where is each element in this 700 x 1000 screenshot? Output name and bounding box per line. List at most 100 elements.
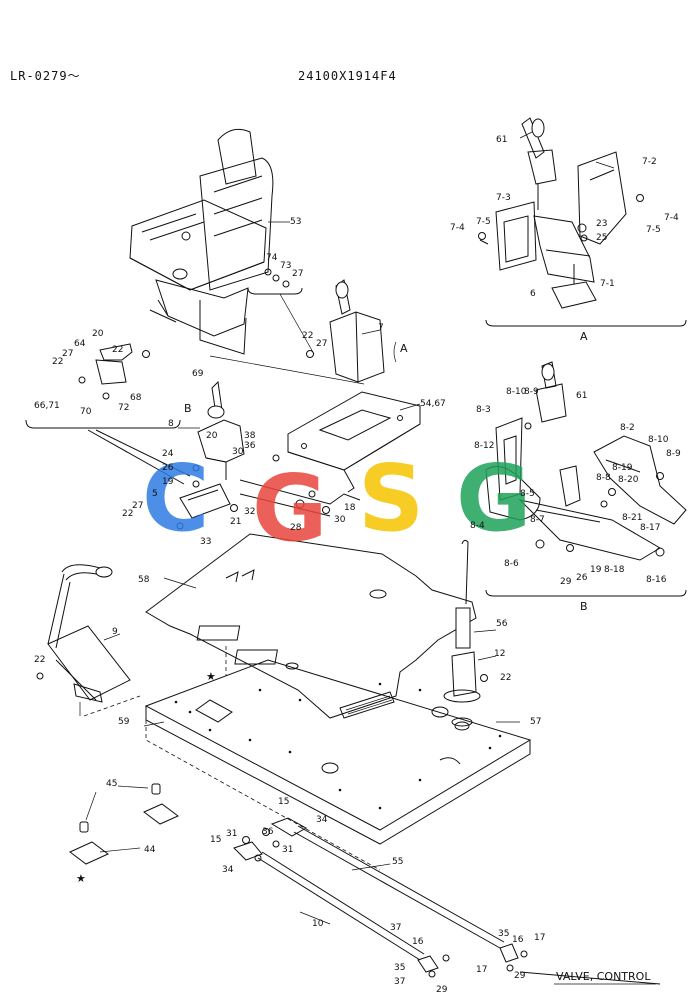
callout-number: 57 bbox=[530, 717, 541, 727]
callout-number: 15 bbox=[278, 797, 289, 807]
callout-number: 55 bbox=[392, 857, 403, 867]
callout-number: 44 bbox=[144, 845, 156, 855]
callout-number: 8-9 bbox=[524, 387, 539, 397]
callout-number: 70 bbox=[80, 407, 92, 417]
callout-number: 17 bbox=[476, 965, 487, 975]
callout-number: 59 bbox=[118, 717, 130, 727]
callout-number: 25 bbox=[596, 233, 607, 243]
callout-number: 8-17 bbox=[640, 523, 660, 533]
callout-number: 22 bbox=[34, 655, 45, 665]
callout-number: 7-4 bbox=[450, 223, 465, 233]
section-b-label: B bbox=[580, 600, 588, 613]
callout-number: 34 bbox=[316, 815, 328, 825]
callout-number: 27 bbox=[132, 501, 143, 511]
section-a-ref: A bbox=[400, 342, 408, 355]
callout-number: 32 bbox=[244, 507, 255, 517]
valve-control-label: VALVE, CONTROL bbox=[556, 970, 651, 983]
callout-number: 35 bbox=[394, 963, 405, 973]
callout-number: 16 bbox=[512, 935, 524, 945]
star-marker: ★ bbox=[76, 872, 86, 885]
callout-number: 8-18 bbox=[604, 565, 625, 575]
model-code: LR-0279～ bbox=[10, 69, 81, 83]
callout-number: 29 bbox=[560, 577, 572, 587]
callout-number: 18 bbox=[344, 503, 356, 513]
travel-pedal bbox=[36, 564, 141, 717]
right-console-base bbox=[209, 268, 421, 471]
callout-number: 22 bbox=[500, 673, 511, 683]
callout-number: 8-4 bbox=[470, 521, 485, 531]
callout-number: 27 bbox=[62, 349, 73, 359]
callout-number: 8-7 bbox=[530, 515, 545, 525]
callout-number: 29 bbox=[514, 971, 526, 981]
callout-number: 61 bbox=[496, 135, 507, 145]
callout-number: 8-10 bbox=[648, 435, 669, 445]
callout-number: 8-9 bbox=[666, 449, 681, 459]
callout-number: 53 bbox=[290, 217, 301, 227]
callout-number: 8-10 bbox=[506, 387, 527, 397]
callout-number: 29 bbox=[436, 985, 448, 995]
callout-number: 68 bbox=[130, 393, 142, 403]
floor-plate bbox=[144, 646, 532, 871]
callout-number: 66,71 bbox=[34, 401, 60, 411]
callout-number: 24 bbox=[162, 449, 174, 459]
watermark: C G S G bbox=[142, 445, 532, 562]
callout-number: 31 bbox=[226, 829, 237, 839]
callout-number: 12 bbox=[494, 649, 505, 659]
callout-number: 7-4 bbox=[664, 213, 679, 223]
callout-number: 54,67 bbox=[420, 399, 446, 409]
left-console bbox=[25, 343, 245, 530]
star-marker: ★ bbox=[206, 670, 216, 683]
callout-number: 36 bbox=[262, 827, 274, 837]
callout-number: 10 bbox=[312, 919, 324, 929]
callout-number: 30 bbox=[232, 447, 244, 457]
callout-number: 7-2 bbox=[642, 157, 657, 167]
section-a-detail bbox=[478, 117, 687, 327]
callout-number: 56 bbox=[496, 619, 508, 629]
callout-number: 74 bbox=[266, 253, 278, 263]
callout-number: 8-2 bbox=[620, 423, 635, 433]
callout-number: 8-3 bbox=[476, 405, 491, 415]
seat-assembly bbox=[129, 128, 274, 355]
section-b-ref: B bbox=[184, 402, 192, 415]
callout-number: 22 bbox=[52, 357, 63, 367]
callout-number: 6 bbox=[530, 289, 536, 299]
callout-number: 69 bbox=[192, 369, 204, 379]
callout-number: 72 bbox=[118, 403, 129, 413]
leader-lines bbox=[85, 131, 615, 925]
section-a-label: A bbox=[580, 330, 588, 343]
callout-number: 58 bbox=[138, 575, 150, 585]
callout-number: 8-5 bbox=[520, 489, 535, 499]
section-b-detail bbox=[485, 361, 687, 597]
callout-number: 22 bbox=[122, 509, 133, 519]
center-linkage bbox=[239, 454, 361, 517]
callout-number: 7-5 bbox=[646, 225, 661, 235]
callout-number: 7-5 bbox=[476, 217, 491, 227]
callout-number: 21 bbox=[230, 517, 241, 527]
watermark-letter: C bbox=[142, 445, 210, 552]
callout-number: 61 bbox=[576, 391, 587, 401]
callout-number: 8 bbox=[168, 419, 174, 429]
callout-number: 8-19 bbox=[612, 463, 633, 473]
callout-number: 7-1 bbox=[600, 279, 615, 289]
callout-number: 45 bbox=[106, 779, 117, 789]
callout-number: 30 bbox=[334, 515, 346, 525]
callout-number: 22 bbox=[112, 345, 123, 355]
section-a-ref-bracket bbox=[393, 341, 397, 363]
callout-number: 19 bbox=[590, 565, 602, 575]
callout-number: 19 bbox=[162, 477, 174, 487]
callout-number: 7 bbox=[378, 323, 384, 333]
callout-number: 5 bbox=[152, 489, 158, 499]
drawing-number: 24100X1914F4 bbox=[298, 69, 397, 83]
callout-number: 23 bbox=[596, 219, 607, 229]
callout-number: 22 bbox=[302, 331, 313, 341]
callout-number: 35 bbox=[498, 929, 509, 939]
callout-number: 37 bbox=[390, 923, 401, 933]
callout-number: 27 bbox=[316, 339, 327, 349]
callout-number: 20 bbox=[206, 431, 218, 441]
callout-number: 8-21 bbox=[622, 513, 642, 523]
watermark-letter: G bbox=[456, 445, 532, 552]
callout-number: 36 bbox=[244, 441, 256, 451]
callout-number: 17 bbox=[534, 933, 545, 943]
